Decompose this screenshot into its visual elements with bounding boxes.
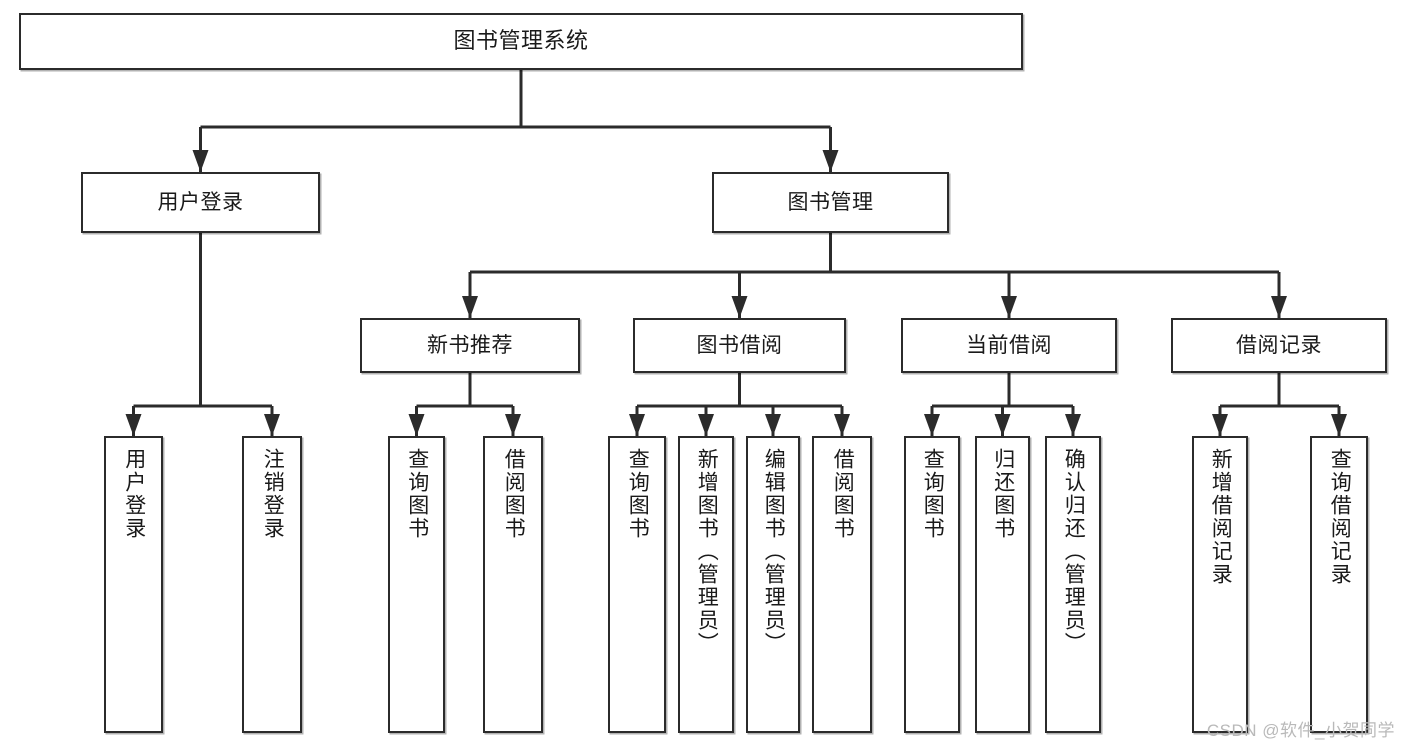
arrowhead-l-add	[698, 414, 714, 436]
node-l-borrow1[interactable]: 借阅图书	[483, 436, 543, 733]
node-label: 查询图书	[921, 448, 945, 540]
node-l-query1[interactable]: 查询图书	[388, 436, 445, 733]
node-l-return[interactable]: 归还图书	[975, 436, 1030, 733]
arrowhead-l-query1	[408, 414, 425, 436]
node-newbook[interactable]: 新书推荐	[360, 318, 580, 373]
node-l-query3[interactable]: 查询图书	[904, 436, 960, 733]
node-root[interactable]: 图书管理系统	[19, 13, 1023, 70]
arrowhead-l-login	[125, 414, 142, 436]
node-label: 新增借阅记录	[1209, 448, 1233, 586]
node-label: 新书推荐	[427, 333, 513, 357]
node-l-addrec[interactable]: 新增借阅记录	[1192, 436, 1248, 733]
node-l-edit[interactable]: 编辑图书（管理员）	[746, 436, 800, 733]
node-label: 查询借阅记录	[1328, 448, 1352, 586]
node-borrow[interactable]: 图书借阅	[633, 318, 846, 373]
arrowhead-l-return	[994, 414, 1011, 436]
node-label: 图书借阅	[696, 333, 783, 357]
node-label: 用户登录	[122, 448, 146, 540]
node-label: 用户登录	[157, 190, 244, 214]
node-label: 查询图书	[626, 448, 650, 540]
node-label: 图书管理	[787, 190, 874, 214]
node-label: 借阅图书	[831, 448, 855, 540]
node-l-add[interactable]: 新增图书（管理员）	[678, 436, 734, 733]
node-login[interactable]: 用户登录	[81, 172, 320, 233]
arrowhead-records	[1271, 296, 1287, 318]
node-records[interactable]: 借阅记录	[1171, 318, 1387, 373]
arrowhead-l-edit	[765, 414, 781, 436]
node-label: 编辑图书（管理员）	[762, 448, 786, 655]
node-label: 归还图书	[991, 448, 1015, 540]
arrowhead-l-borrow2	[834, 414, 850, 436]
node-label: 查询图书	[405, 448, 429, 540]
arrowhead-l-queryrec	[1331, 414, 1347, 436]
arrowhead-l-query3	[924, 414, 940, 436]
arrowhead-l-logout	[264, 414, 280, 436]
node-label: 新增图书（管理员）	[695, 448, 719, 655]
arrowhead-newbook	[462, 296, 478, 318]
arrowhead-current	[1001, 296, 1017, 318]
node-label: 借阅图书	[502, 448, 526, 540]
node-l-confirm[interactable]: 确认归还（管理员）	[1045, 436, 1101, 733]
arrowhead-l-borrow1	[505, 414, 521, 436]
arrowhead-l-addrec	[1212, 414, 1228, 436]
node-bookmgmt[interactable]: 图书管理	[712, 172, 949, 233]
arrowhead-bookmgmt	[822, 150, 839, 172]
arrowhead-login	[192, 150, 209, 172]
node-l-queryrec[interactable]: 查询借阅记录	[1310, 436, 1368, 733]
arrowhead-borrow	[731, 296, 748, 318]
node-l-query2[interactable]: 查询图书	[608, 436, 666, 733]
node-l-logout[interactable]: 注销登录	[242, 436, 302, 733]
node-label: 图书管理系统	[453, 28, 589, 54]
node-l-login[interactable]: 用户登录	[104, 436, 163, 733]
arrowhead-l-query2	[629, 414, 645, 436]
node-label: 注销登录	[261, 448, 285, 540]
node-label: 当前借阅	[966, 333, 1052, 357]
node-label: 确认归还（管理员）	[1062, 448, 1086, 655]
watermark-text: CSDN @软件_小贺同学	[1206, 721, 1395, 740]
arrowhead-l-confirm	[1065, 414, 1081, 436]
node-current[interactable]: 当前借阅	[901, 318, 1117, 373]
node-label: 借阅记录	[1236, 333, 1322, 357]
node-l-borrow2[interactable]: 借阅图书	[812, 436, 872, 733]
